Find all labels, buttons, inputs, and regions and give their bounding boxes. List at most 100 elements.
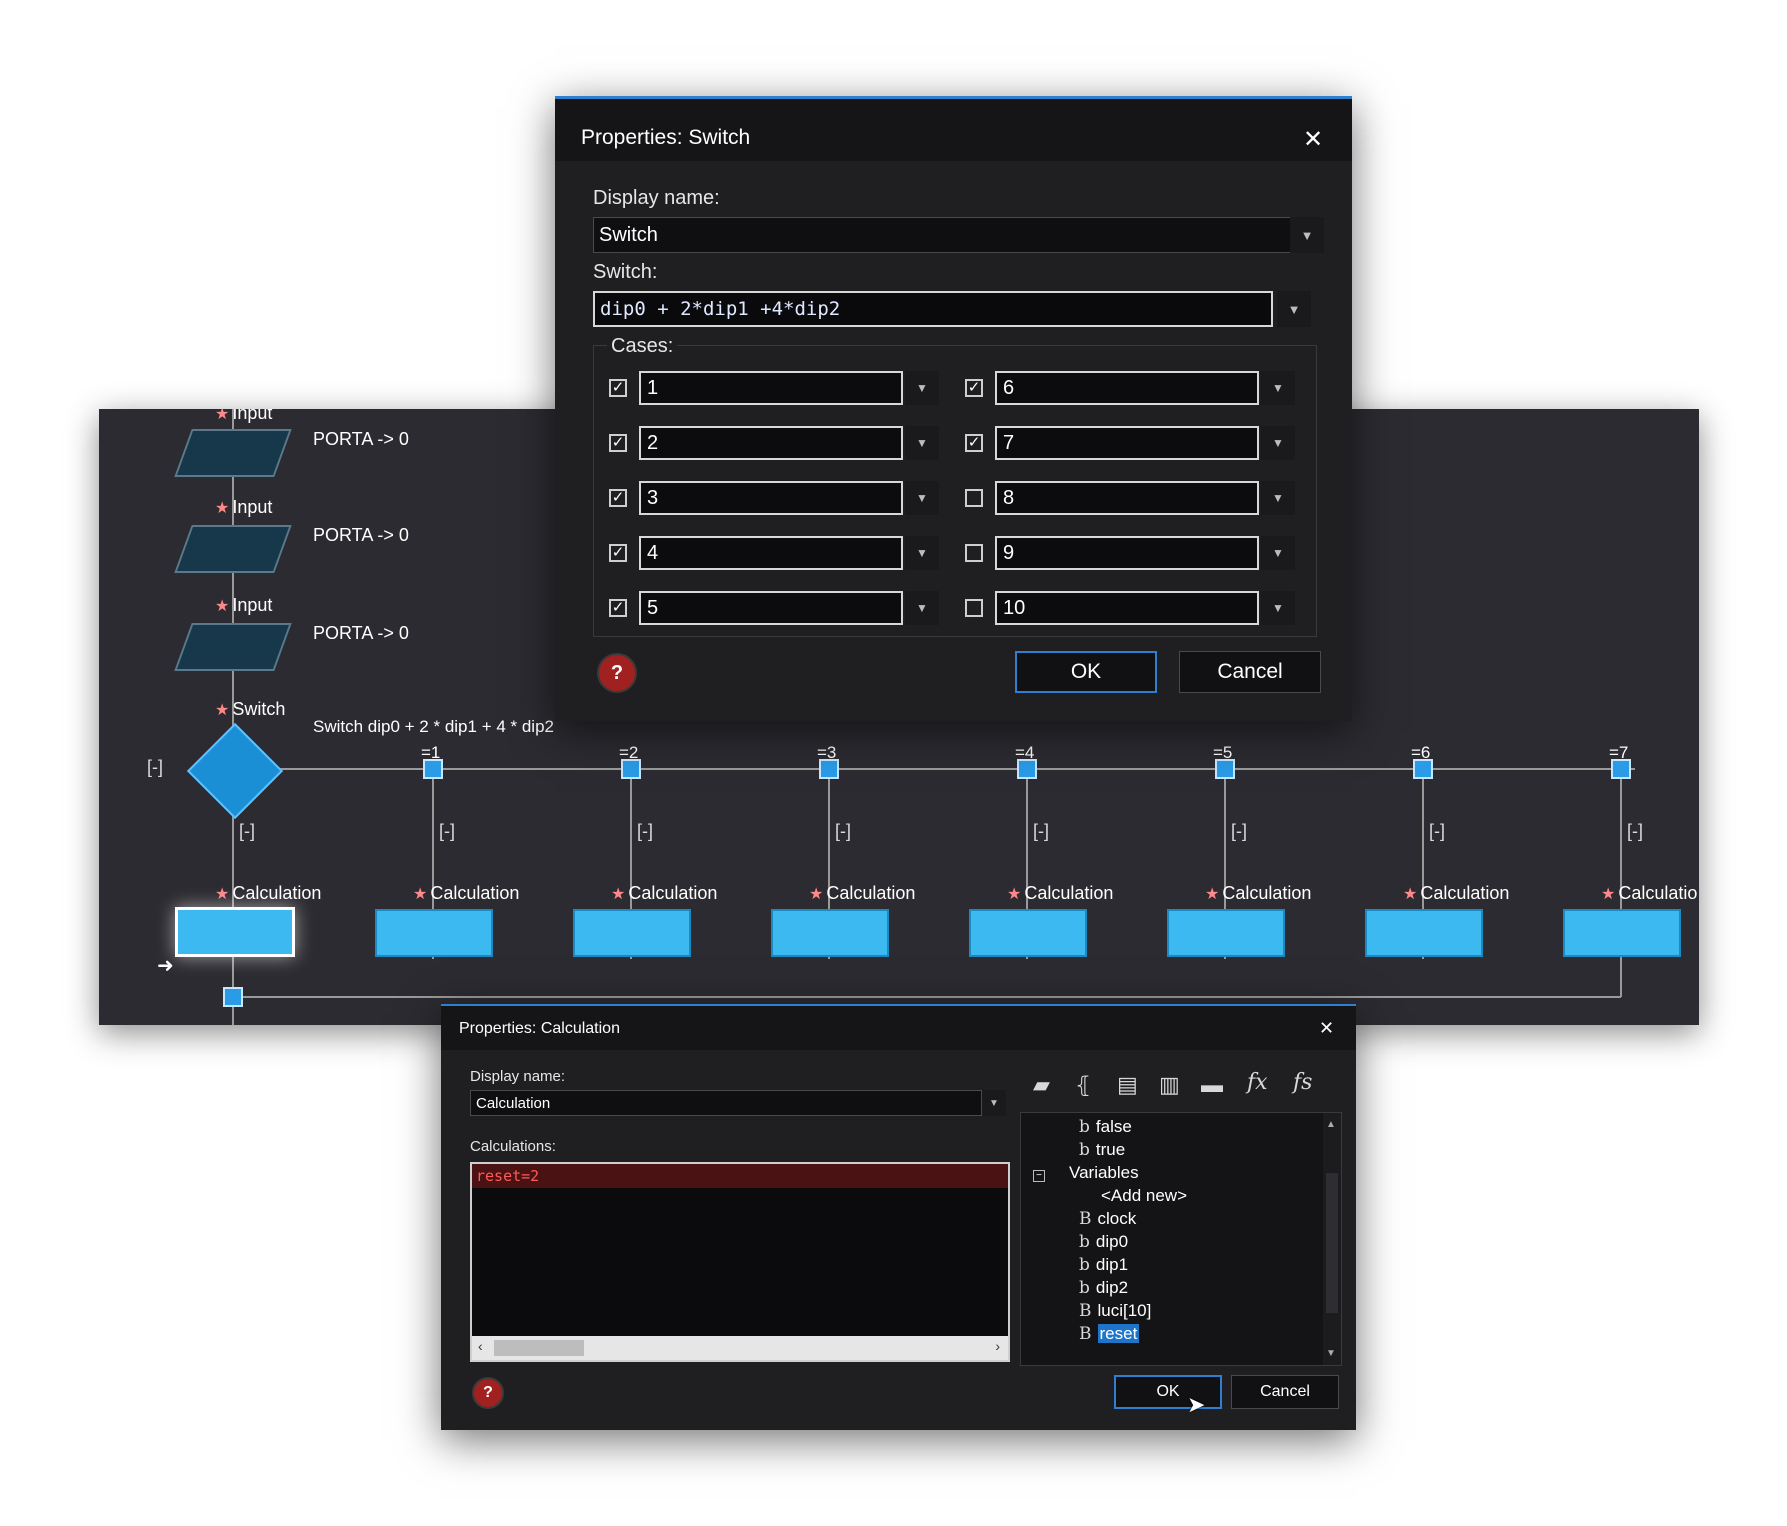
collapse-toggle[interactable]: [-] — [239, 821, 255, 841]
case-node[interactable] — [1017, 759, 1037, 779]
switch-expression-input[interactable]: dip0 + 2*dip1 +4*dip2 — [593, 291, 1273, 327]
chevron-down-icon[interactable]: ▼ — [1261, 426, 1295, 460]
tree-folder-variables[interactable]: −Variables — [1033, 1163, 1139, 1183]
collapse-toggle[interactable]: [-] — [1627, 821, 1643, 841]
input-block-icon[interactable]: ▰ — [1033, 1072, 1050, 1097]
case-value-input[interactable]: 6 — [995, 371, 1259, 405]
collapse-toggle[interactable]: [-] — [147, 757, 163, 777]
calculation-block[interactable] — [1167, 909, 1285, 957]
ok-button[interactable]: OK — [1114, 1375, 1222, 1409]
chevron-down-icon[interactable]: ▼ — [1261, 536, 1295, 570]
collapse-toggle[interactable]: [-] — [637, 821, 653, 841]
case-value-input[interactable]: 7 — [995, 426, 1259, 460]
chevron-down-icon[interactable]: ▼ — [905, 481, 939, 515]
function-icon[interactable]: fx — [1247, 1070, 1268, 1095]
chevron-down-icon[interactable]: ▼ — [1277, 291, 1311, 327]
chevron-down-icon[interactable]: ▼ — [1261, 481, 1295, 515]
chevron-left-icon[interactable]: ‹ — [478, 1338, 483, 1354]
output-icon[interactable]: ▬ — [1201, 1072, 1223, 1097]
case-node[interactable] — [1413, 759, 1433, 779]
calculation-block[interactable] — [1365, 909, 1483, 957]
string-function-icon[interactable]: fs — [1293, 1070, 1313, 1095]
help-icon[interactable]: ? — [472, 1377, 504, 1409]
chevron-up-icon[interactable]: ▲ — [1326, 1119, 1336, 1130]
case-node[interactable] — [621, 759, 641, 779]
port-icon[interactable]: ▥ — [1159, 1072, 1180, 1097]
calculation-block[interactable] — [771, 909, 889, 957]
case-checkbox[interactable] — [965, 489, 983, 507]
case-value-input[interactable]: 8 — [995, 481, 1259, 515]
input-shape[interactable] — [174, 525, 292, 573]
calculation-block[interactable] — [1563, 909, 1681, 957]
cancel-button[interactable]: Cancel — [1179, 651, 1321, 693]
calculation-line[interactable]: reset=2 — [472, 1164, 1008, 1188]
input-shape[interactable] — [174, 429, 292, 477]
display-name-field[interactable]: Calculation — [470, 1090, 982, 1116]
case-value-input[interactable]: 10 — [995, 591, 1259, 625]
calculation-block[interactable] — [573, 909, 691, 957]
chevron-down-icon[interactable]: ▼ — [905, 536, 939, 570]
chevron-down-icon[interactable]: ▼ — [1290, 217, 1324, 253]
tree-item-add-new[interactable]: <Add new> — [1101, 1186, 1187, 1206]
merge-node[interactable] — [223, 987, 243, 1007]
chevron-down-icon[interactable]: ▼ — [982, 1090, 1006, 1116]
collapse-toggle[interactable]: [-] — [1231, 821, 1247, 841]
case-value-input[interactable]: 9 — [995, 536, 1259, 570]
close-icon[interactable]: ✕ — [1303, 126, 1324, 153]
scrollbar-thumb[interactable] — [494, 1340, 584, 1356]
case-checkbox[interactable] — [965, 599, 983, 617]
calculation-block-selected[interactable] — [175, 907, 295, 957]
cancel-button[interactable]: Cancel — [1231, 1375, 1339, 1409]
case-checkbox[interactable] — [965, 544, 983, 562]
close-icon[interactable]: ✕ — [1319, 1018, 1335, 1038]
calculation-block[interactable] — [375, 909, 493, 957]
chevron-right-icon[interactable]: › — [995, 1338, 1000, 1354]
case-value-input[interactable]: 4 — [639, 536, 903, 570]
collapse-toggle[interactable]: [-] — [1033, 821, 1049, 841]
chevron-down-icon[interactable]: ▼ — [1261, 371, 1295, 405]
variable-icon[interactable]: ⦃ — [1075, 1072, 1092, 1097]
calculation-icon[interactable]: ▤ — [1117, 1072, 1138, 1097]
chevron-down-icon[interactable]: ▼ — [905, 591, 939, 625]
scrollbar-thumb[interactable] — [1326, 1173, 1338, 1313]
input-shape[interactable] — [174, 623, 292, 671]
calculations-editor[interactable]: reset=2 ‹ › — [470, 1162, 1010, 1362]
calculation-block[interactable] — [969, 909, 1087, 957]
chevron-down-icon[interactable]: ▼ — [905, 426, 939, 460]
help-icon[interactable]: ? — [597, 653, 637, 693]
case-checkbox[interactable]: ✓ — [609, 379, 627, 397]
collapse-toggle[interactable]: [-] — [835, 821, 851, 841]
case-value-input[interactable]: 1 — [639, 371, 903, 405]
collapse-icon[interactable]: − — [1033, 1170, 1045, 1182]
case-node[interactable] — [423, 759, 443, 779]
case-checkbox[interactable]: ✓ — [965, 379, 983, 397]
case-checkbox[interactable]: ✓ — [609, 544, 627, 562]
case-value-input[interactable]: 5 — [639, 591, 903, 625]
chevron-down-icon[interactable]: ▼ — [905, 371, 939, 405]
ok-button[interactable]: OK — [1015, 651, 1157, 693]
case-value-input[interactable]: 3 — [639, 481, 903, 515]
case-node[interactable] — [819, 759, 839, 779]
collapse-toggle[interactable]: [-] — [1429, 821, 1445, 841]
case-value-input[interactable]: 2 — [639, 426, 903, 460]
case-checkbox[interactable]: ✓ — [609, 489, 627, 507]
horizontal-scrollbar[interactable]: ‹ › — [472, 1336, 1008, 1360]
collapse-toggle[interactable]: [-] — [439, 821, 455, 841]
vertical-scrollbar[interactable]: ▲ ▼ — [1323, 1113, 1341, 1365]
display-name-field[interactable]: Switch — [593, 217, 1293, 253]
case-checkbox[interactable]: ✓ — [609, 434, 627, 452]
case-node[interactable] — [1611, 759, 1631, 779]
case-checkbox[interactable]: ✓ — [609, 599, 627, 617]
case-node[interactable] — [1215, 759, 1235, 779]
chevron-down-icon[interactable]: ▼ — [1261, 591, 1295, 625]
chevron-down-icon[interactable]: ▼ — [1326, 1348, 1336, 1359]
